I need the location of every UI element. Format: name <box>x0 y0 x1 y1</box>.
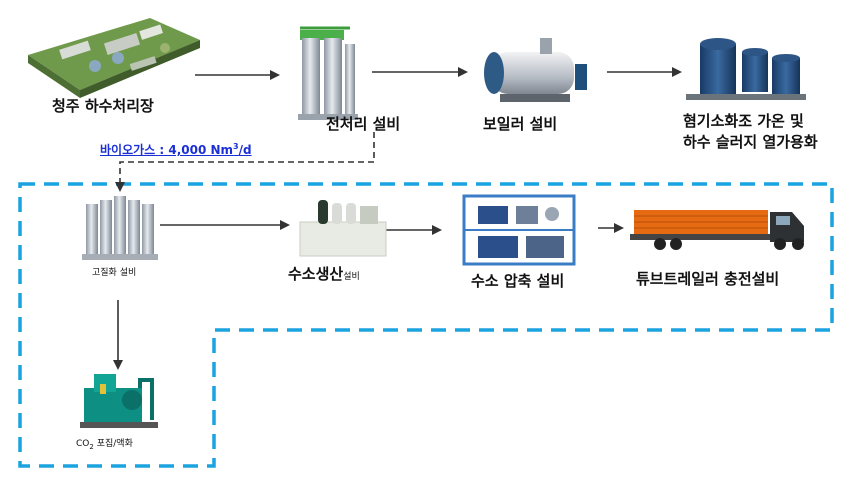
arrow-biogas-dashed <box>115 132 375 192</box>
label-digester-line1: 혐기소화조 가온 및 <box>683 112 804 130</box>
biogas-unit: /d <box>238 143 252 157</box>
label-tube-trailer: 튜브트레일러 충전설비 <box>636 270 780 288</box>
hydrogen-area-boundary <box>18 182 834 468</box>
biogas-superscript: 3 <box>233 142 239 151</box>
boiler <box>484 38 587 102</box>
pretreatment-tower <box>298 26 358 120</box>
biogas-text: 바이오가스 : 4,000 Nm <box>100 143 234 157</box>
label-co2-pre: CO <box>76 439 90 449</box>
tube-trailer-truck <box>630 210 804 250</box>
label-boiler: 보일러 설비 <box>483 115 558 133</box>
label-h2-production: 수소생산설비 <box>288 263 360 284</box>
hydrogen-generator <box>299 200 387 257</box>
label-h2-compression: 수소 압축 설비 <box>471 272 565 290</box>
upgrading-columns <box>82 196 158 260</box>
label-h2-production-main: 수소생산 <box>288 265 344 283</box>
label-pretreatment: 전처리 설비 <box>326 115 401 133</box>
compressor-skid <box>462 194 576 266</box>
label-co2-subscript: 2 <box>89 442 94 451</box>
wastewater-plant-aerial-photo <box>28 18 200 98</box>
label-co2-post: 포집/액화 <box>93 439 133 449</box>
label-upgrading: 고질화 설비 <box>92 268 137 278</box>
label-co2-capture: CO2 포집/액화 <box>76 436 133 451</box>
biogas-flow-label: 바이오가스 : 4,000 Nm3/d <box>100 141 252 158</box>
co2-capture-unit <box>80 374 158 428</box>
label-digester-line2: 하수 슬러지 열가용화 <box>683 133 818 151</box>
label-cheongju-plant: 청주 하수처리장 <box>52 97 154 115</box>
label-h2-production-sub: 설비 <box>343 272 360 282</box>
digester-tanks <box>686 38 806 100</box>
